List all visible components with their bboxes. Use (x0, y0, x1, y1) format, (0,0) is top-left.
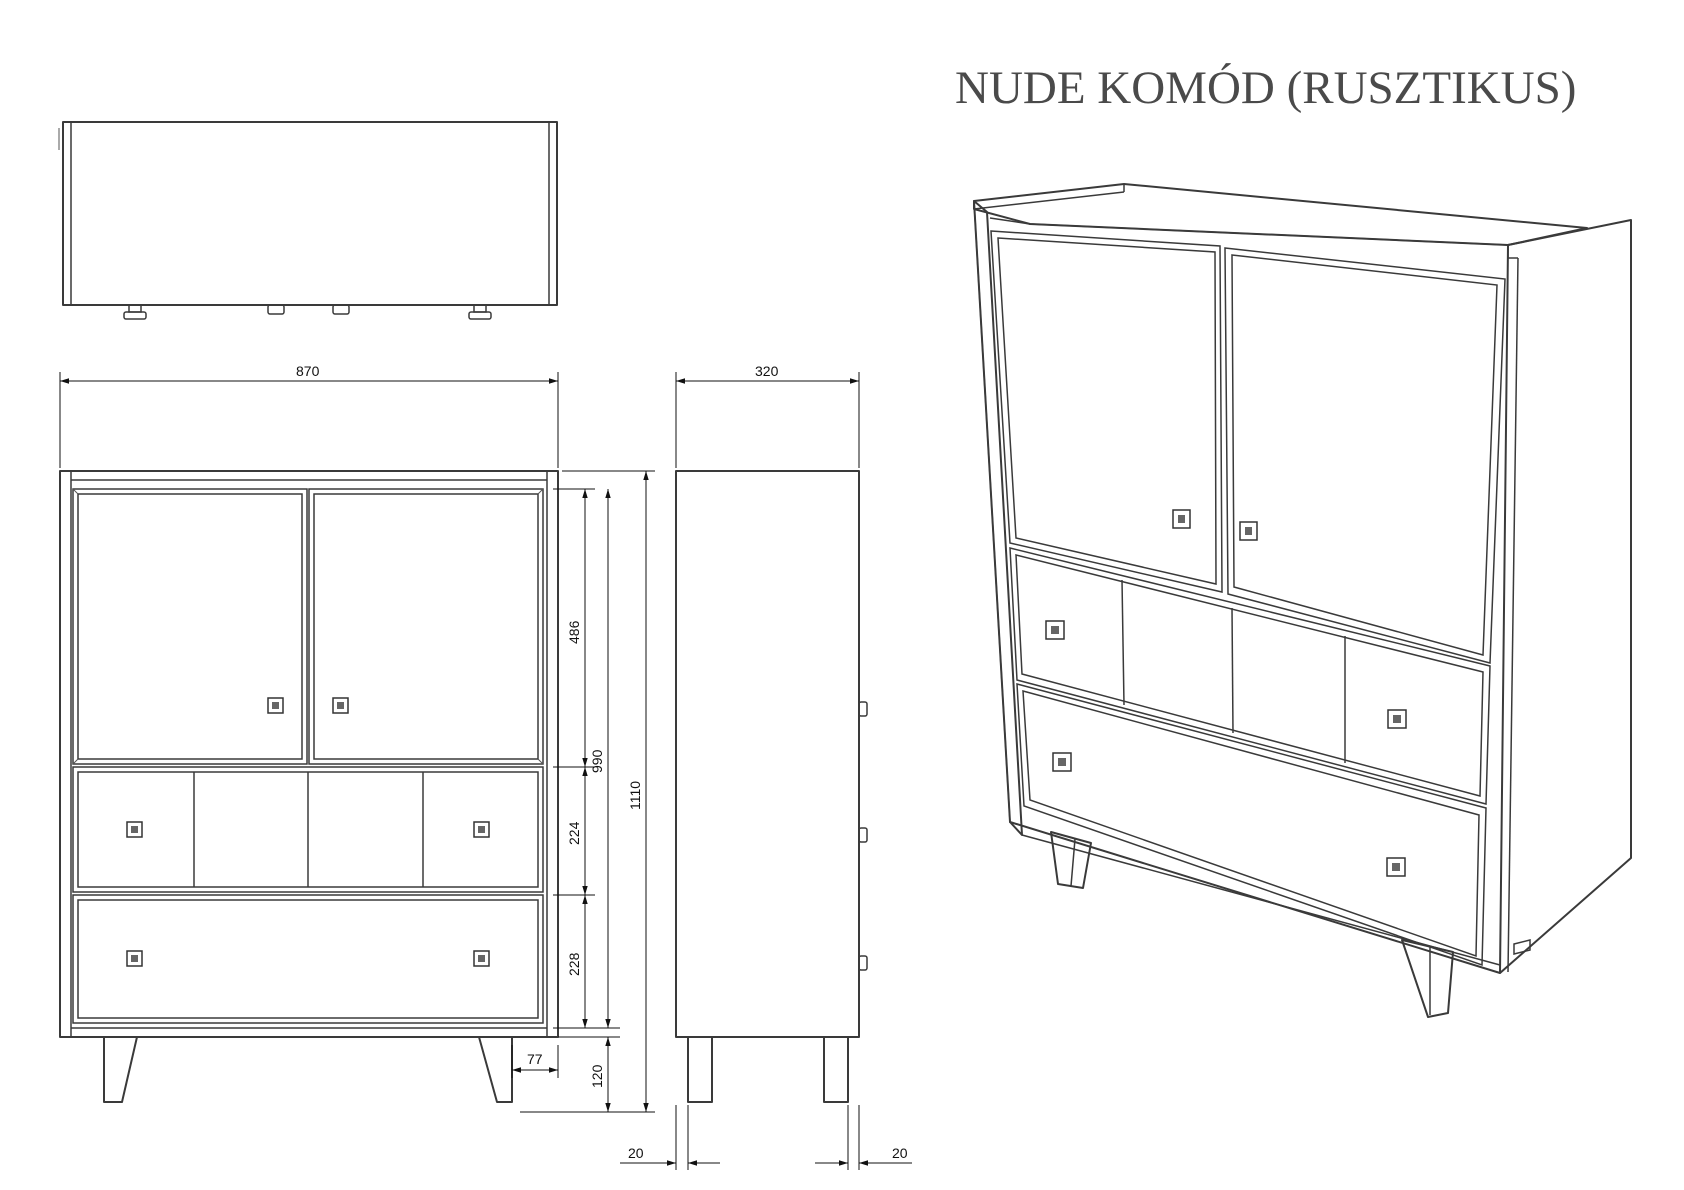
perspective-knobs (1045, 509, 1407, 877)
dim-leg-offset: 77 (527, 1051, 543, 1067)
top-view (58, 121, 558, 320)
dimension-lines (59, 372, 912, 1170)
dim-leg-height: 120 (589, 1064, 605, 1088)
side-view (675, 470, 868, 1103)
top-view-handles (123, 304, 492, 320)
dim-bottom-drawer: 228 (566, 952, 582, 976)
front-knobs (126, 697, 490, 967)
perspective-doors (990, 230, 1506, 664)
dimension-labels: 870 320 486 224 228 990 1110 120 77 20 2… (296, 363, 908, 1161)
front-bottom-drawer (72, 894, 544, 1024)
dim-total-height: 1110 (627, 781, 643, 810)
front-drawer-row (72, 766, 544, 893)
front-legs (103, 1036, 513, 1103)
dim-side-right: 20 (892, 1145, 908, 1161)
dim-drawer-row: 224 (566, 821, 582, 845)
front-doors (72, 488, 544, 765)
dim-side-left: 20 (628, 1145, 644, 1161)
dim-door-section: 486 (566, 620, 582, 644)
perspective-legs (1050, 831, 1454, 1018)
perspective-bottom-drawer (1016, 683, 1487, 967)
front-view (59, 470, 559, 1103)
dim-carcass-height: 990 (589, 749, 605, 773)
perspective-view (973, 183, 1632, 1018)
drawing-title: NUDE KOMÓD (RUSZTIKUS) (955, 62, 1576, 114)
dim-width: 870 (296, 363, 320, 379)
perspective-drawer-row (1009, 547, 1491, 805)
dim-depth: 320 (755, 363, 779, 379)
side-view-handles (858, 701, 868, 971)
